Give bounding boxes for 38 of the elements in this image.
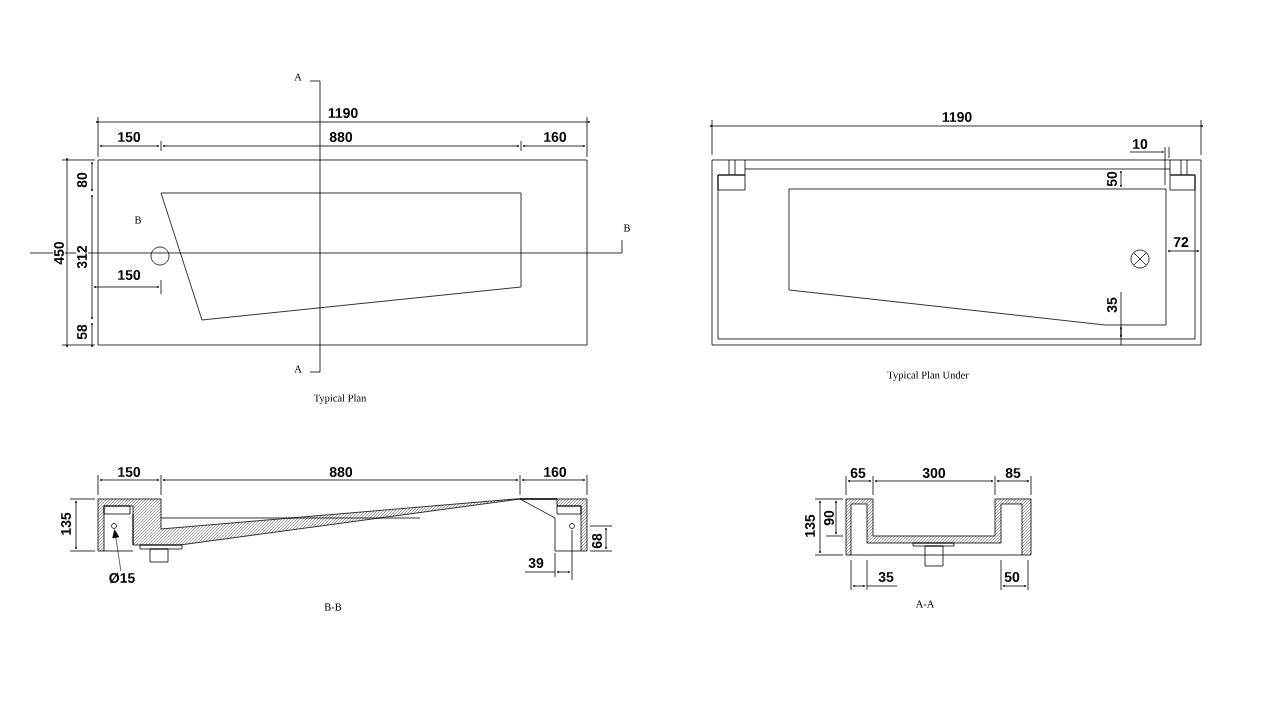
dimension-value: 1190 (940, 111, 974, 123)
section-letter: B (133, 215, 143, 225)
view-caption: B-B (323, 602, 343, 612)
dimension-value: 39 (527, 557, 545, 569)
dimension-value: 68 (591, 532, 603, 550)
dimension-value: 90 (823, 509, 835, 527)
dimension-value: 35 (1106, 296, 1118, 314)
dimension-value: 1190 (326, 107, 360, 119)
view-caption: Typical Plan (312, 393, 368, 405)
dimension-value: 72 (1172, 236, 1190, 248)
dimension-value: 10 (1131, 138, 1149, 150)
dimension-value: Ø15 (109, 572, 135, 584)
hole-symbol (111, 523, 117, 529)
dimension-value: 160 (542, 466, 568, 478)
dimension-value: 135 (60, 511, 72, 537)
dimension-value: 135 (804, 513, 816, 539)
dimension-value: 58 (76, 323, 88, 341)
dimension-value: 880 (328, 466, 354, 478)
dimension-value: 880 (328, 131, 354, 143)
view-caption: Typical Plan Under (886, 370, 970, 382)
dimension-value: 312 (76, 244, 88, 270)
dimension-value: 150 (116, 269, 142, 281)
leader-line (112, 529, 122, 572)
dimension-value: 160 (542, 131, 568, 143)
view-caption: A-A (914, 599, 936, 609)
section-letter: A (293, 72, 303, 82)
dimension-value: 65 (849, 467, 867, 479)
dimension-value: 450 (53, 240, 65, 266)
dimension-value: 150 (116, 466, 142, 478)
dimension-value: 50 (1106, 170, 1118, 188)
dimension-value: 80 (76, 171, 88, 189)
dimension-value: 300 (921, 467, 947, 479)
section-letter: B (622, 223, 632, 233)
dimension-value: 150 (116, 131, 142, 143)
section-letter: A (293, 364, 303, 374)
dimension-value: 35 (877, 571, 895, 583)
dimension-value: 50 (1003, 571, 1021, 583)
dimension-value: 85 (1004, 467, 1022, 479)
